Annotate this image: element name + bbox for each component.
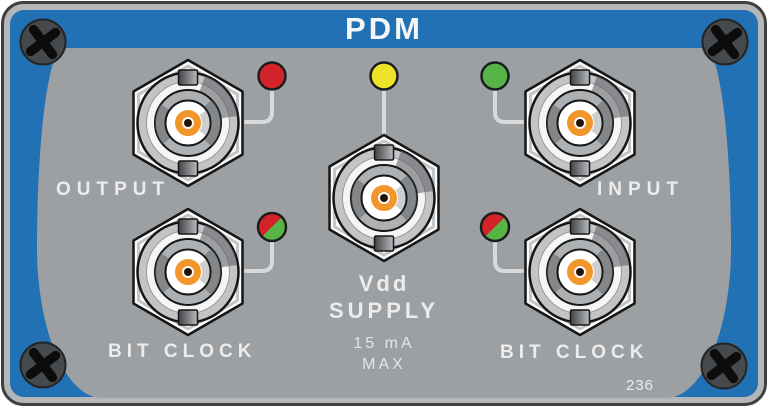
input-green-led-icon — [480, 61, 510, 91]
panel-title: PDM — [345, 11, 423, 46]
led-wire-bit-clock-right — [493, 239, 524, 273]
led-wire-output — [244, 88, 274, 124]
supply-rating-line1: 15 mA — [353, 335, 415, 352]
vdd-yellow-led-icon — [369, 61, 399, 91]
bit-clock-left-bicolor-led-icon — [256, 211, 288, 243]
bit-clock-right-bicolor-led-icon — [479, 211, 511, 243]
vdd-supply-label-line2: SUPPLY — [328, 298, 439, 323]
input-label: INPUT — [597, 179, 684, 200]
screw-bottom-left-icon — [21, 343, 66, 388]
screw-bottom-right-icon — [702, 344, 747, 389]
output-red-led-icon — [257, 61, 287, 91]
vdd-supply-label-line1: Vdd — [358, 271, 410, 296]
output-label: OUTPUT — [56, 179, 171, 200]
bit-clock-right-label: BIT CLOCK — [500, 342, 649, 363]
supply-rating-line2: MAX — [362, 356, 406, 373]
led-wire-bit-clock-left — [244, 239, 274, 273]
part-number: 236 — [625, 377, 655, 394]
bit-clock-left-label: BIT CLOCK — [108, 341, 257, 362]
led-wire-input — [493, 88, 524, 124]
